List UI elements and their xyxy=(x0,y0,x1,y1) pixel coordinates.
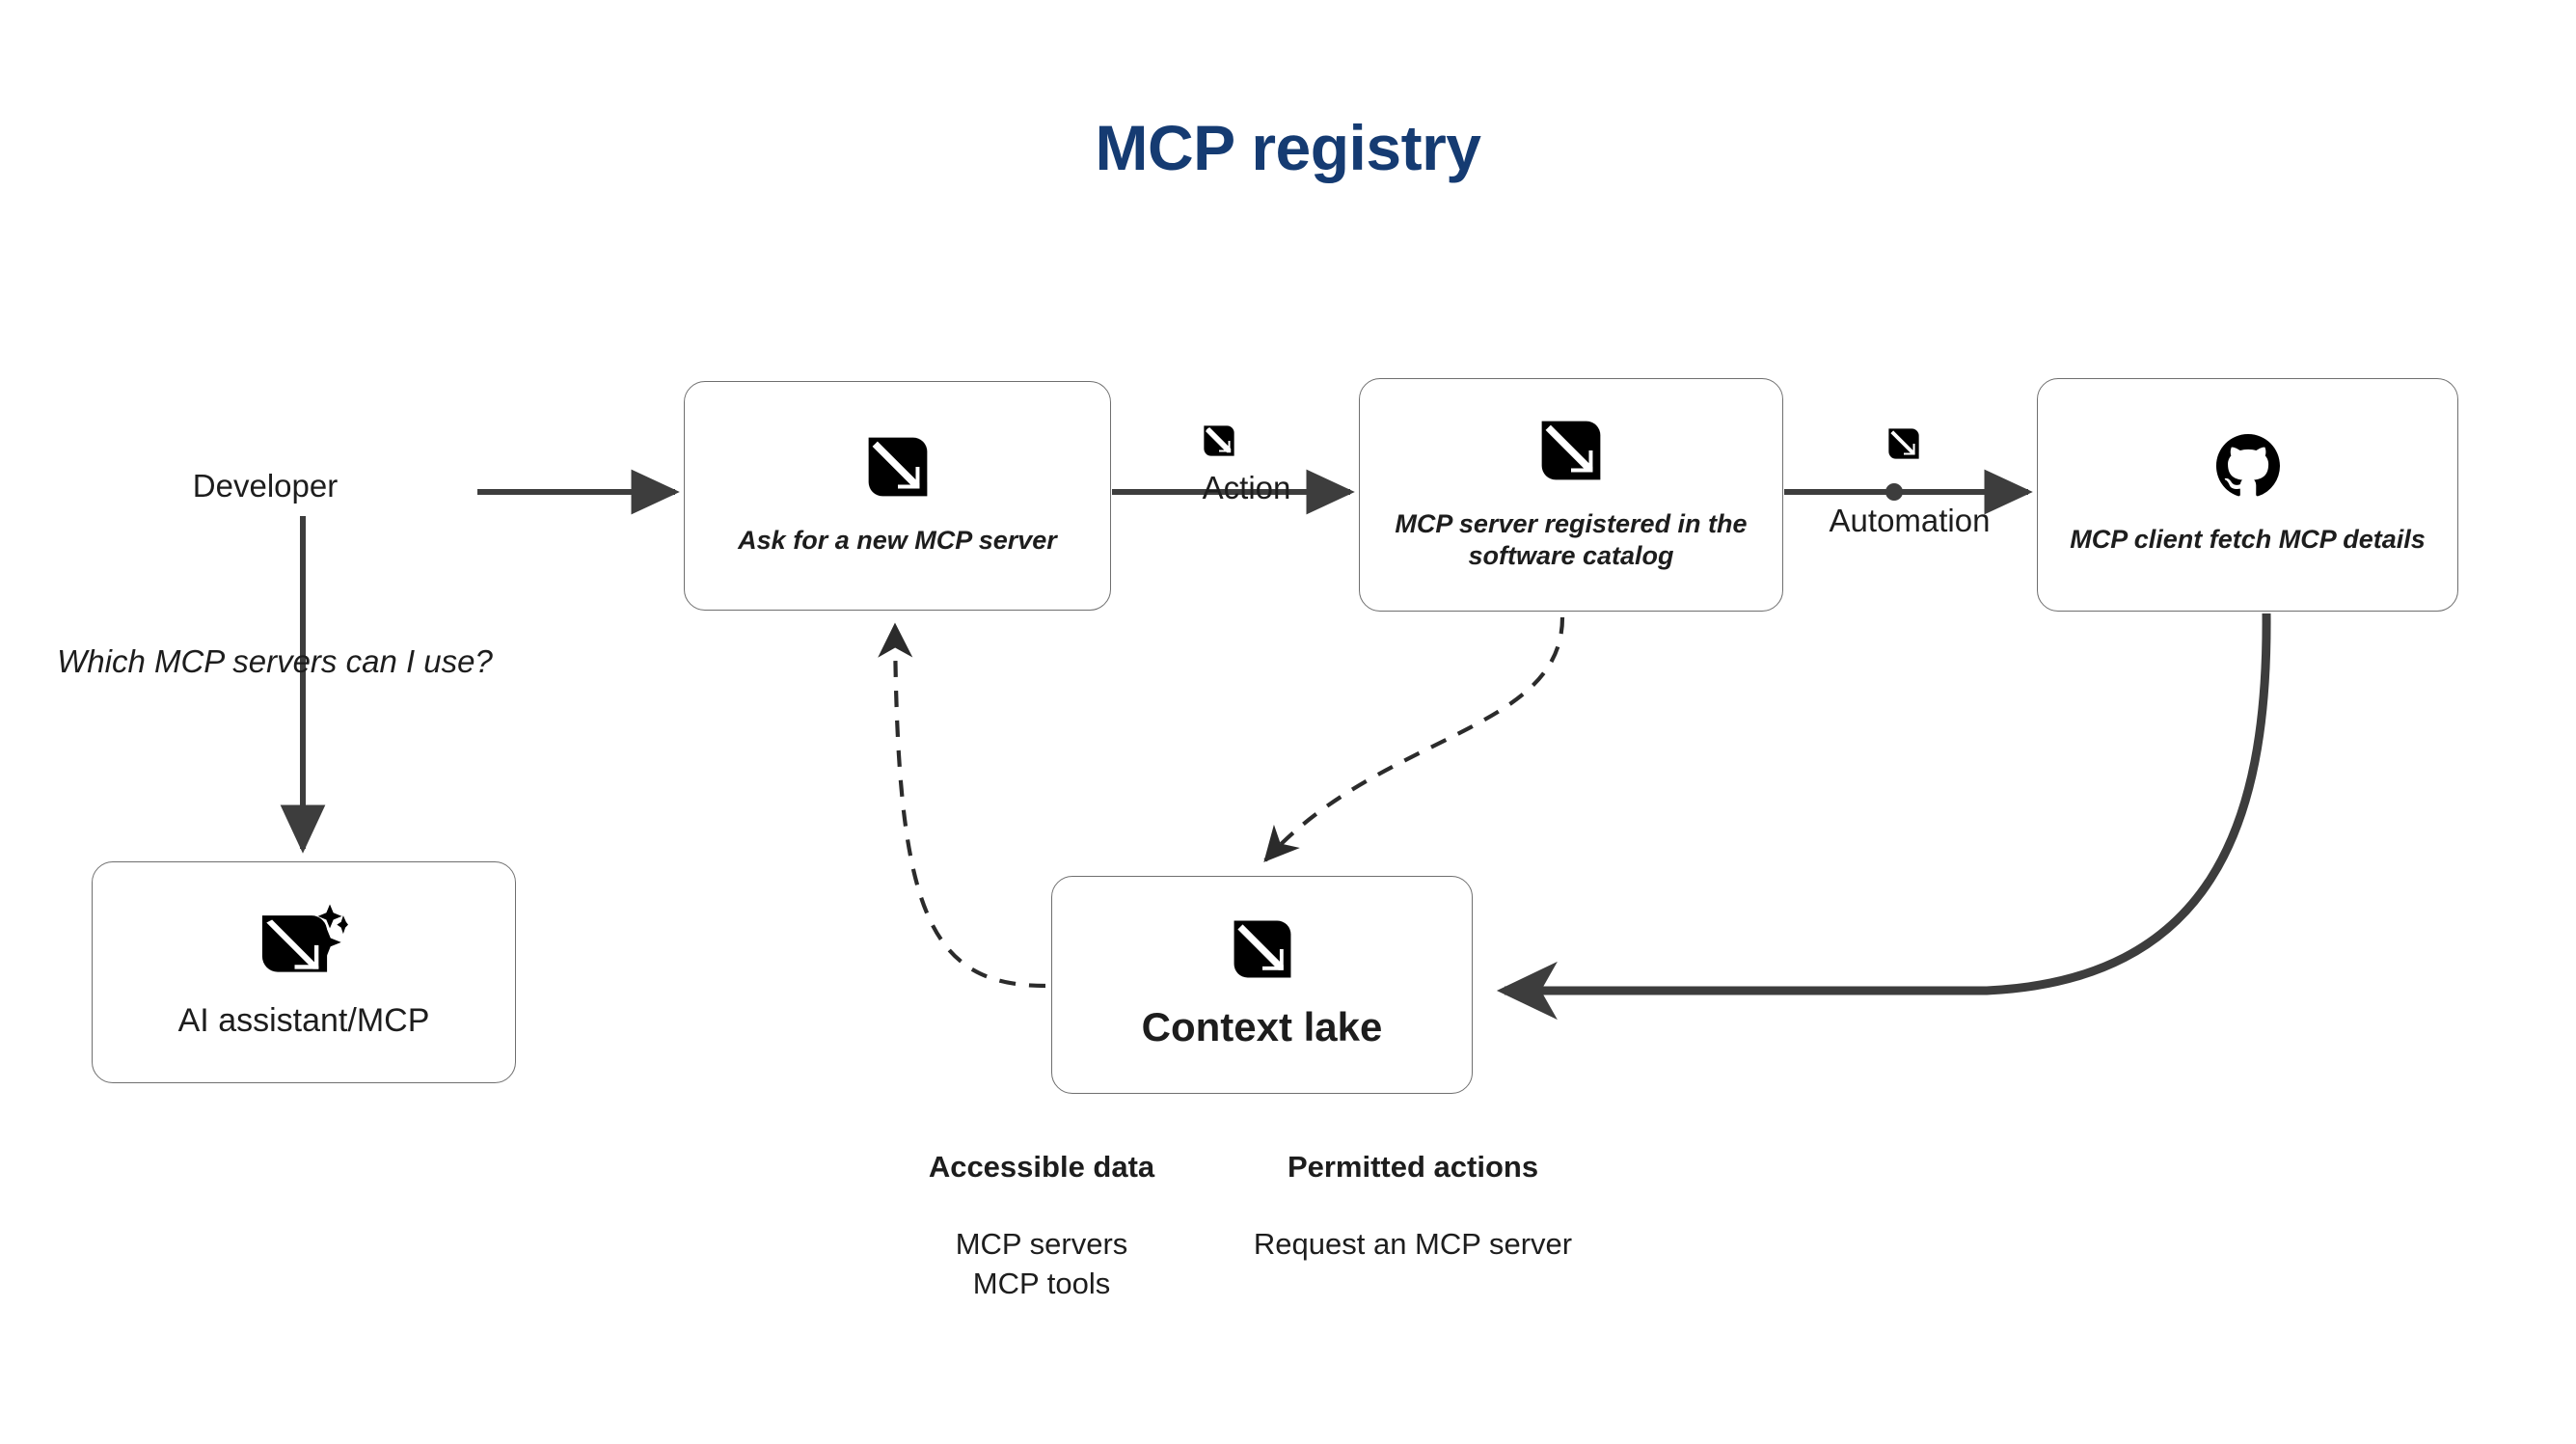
node-mcp-client-fetch-details[interactable]: MCP client fetch MCP details xyxy=(2037,378,2458,612)
edge-client-to-context-lake xyxy=(1496,613,2271,1021)
legend-item: MCP servers xyxy=(955,1227,1128,1261)
legend-accessible-data: Accessible data MCP servers MCP tools xyxy=(868,1150,1215,1304)
node-ai-assistant-mcp[interactable]: AI assistant/MCP xyxy=(92,861,516,1083)
legend-item: MCP tools xyxy=(972,1266,1111,1300)
mcp-sparkle-icon xyxy=(259,904,348,980)
edge-waypoint-dot xyxy=(1885,483,1903,501)
node-label: Ask for a new MCP server xyxy=(738,526,1057,556)
node-label: AI assistant/MCP xyxy=(177,1001,430,1039)
page-title: MCP registry xyxy=(1095,112,1481,183)
mcp-logo-icon xyxy=(1887,427,1920,465)
legend-permitted-actions: Permitted actions Request an MCP server xyxy=(1234,1150,1591,1265)
node-label: MCP server registered in the software ca… xyxy=(1395,508,1748,570)
mcp-logo-icon xyxy=(1232,918,1293,985)
node-label: MCP client fetch MCP details xyxy=(2070,525,2426,555)
developer-label: Developer xyxy=(192,468,339,504)
node-mcp-server-registered[interactable]: MCP server registered in the software ca… xyxy=(1359,378,1783,612)
github-icon xyxy=(2215,434,2280,503)
mcp-logo-icon xyxy=(1539,419,1603,487)
edge-label-action: Action xyxy=(1202,470,1291,505)
node-ask-for-new-mcp-server[interactable]: Ask for a new MCP server xyxy=(684,381,1111,611)
developer-question-label: Which MCP servers can I use? xyxy=(57,643,493,679)
legend-title: Accessible data xyxy=(928,1150,1155,1184)
legend-title: Permitted actions xyxy=(1287,1150,1539,1184)
edge-context-lake-to-ask xyxy=(878,622,1046,989)
legend-item: Request an MCP server xyxy=(1253,1227,1573,1261)
edge-label-automation: Automation xyxy=(1829,503,1991,538)
node-label: Context lake xyxy=(1141,1003,1383,1049)
mcp-logo-icon xyxy=(866,435,930,504)
edge-registered-to-context-lake xyxy=(1263,616,1565,862)
node-context-lake[interactable]: Context lake xyxy=(1051,876,1473,1094)
mcp-logo-icon xyxy=(1203,424,1235,462)
